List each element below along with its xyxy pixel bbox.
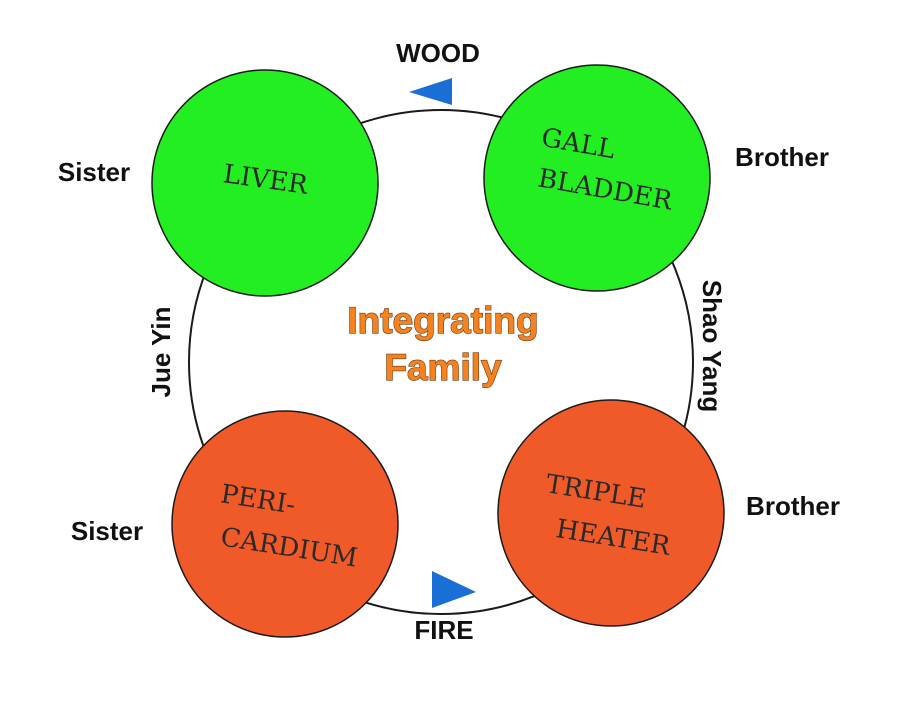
fire-label: FIRE	[414, 615, 473, 645]
center-title-line1: Integrating	[347, 300, 538, 341]
pericardium-relation-label: Sister	[71, 516, 143, 546]
gall-bladder-circle	[483, 64, 711, 292]
liver-relation-label: Sister	[58, 157, 130, 187]
fire-arrow-icon	[432, 571, 476, 608]
wood-arrow-icon	[409, 78, 452, 105]
triple-heater-relation-label: Brother	[746, 491, 840, 521]
pericardium-circle	[171, 410, 399, 638]
jue-yin-label: Jue Yin	[146, 306, 176, 397]
wood-label: WOOD	[396, 38, 480, 68]
center-title-line2: Family	[384, 347, 502, 388]
gall-bladder-relation-label: Brother	[735, 142, 829, 172]
shao-yang-label: Shao Yang	[697, 280, 727, 412]
triple-heater-circle	[497, 399, 725, 627]
liver-circle	[151, 69, 379, 297]
